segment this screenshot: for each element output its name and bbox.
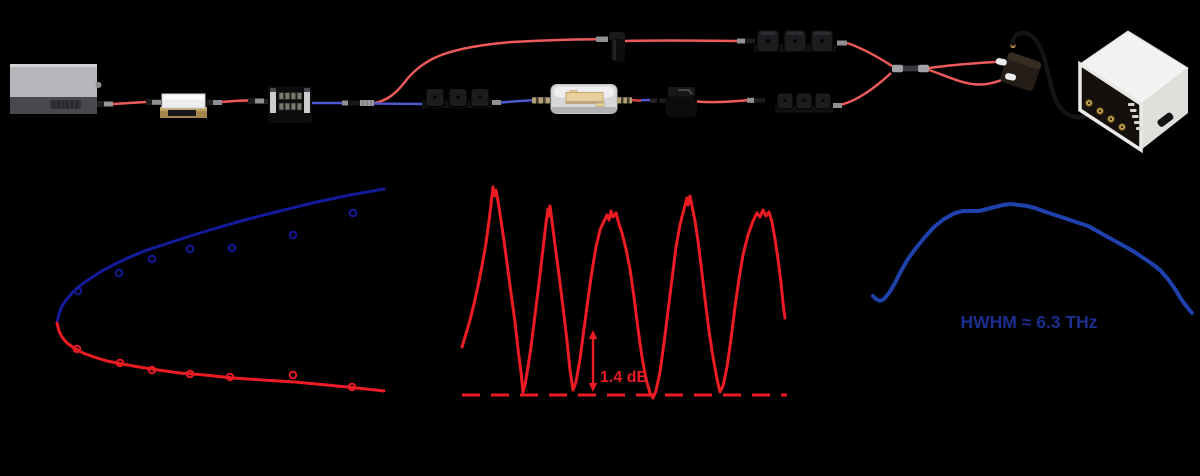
- waveguide-chip-module-icon: [550, 84, 632, 114]
- fiber-segment-icon: [696, 97, 765, 104]
- contrast-arrow-head-down: [588, 383, 598, 392]
- upper-branch-data: [73, 286, 83, 296]
- lower-branch-data: [225, 372, 235, 382]
- optical-spectrum-chart: HWHM ≈ 6.3 THz: [871, 202, 1194, 332]
- fiber-coupler-icon: [892, 64, 929, 73]
- oscillation-trace-chart: 1.4 dB: [460, 185, 787, 400]
- vent-grille-icon: [53, 101, 78, 108]
- optical-spectrum: [871, 202, 1194, 315]
- lower-branch-fit: [55, 321, 386, 393]
- intensity-trace: [460, 185, 787, 400]
- upper-branch-data: [288, 230, 298, 240]
- cell-array-icon: [278, 92, 303, 111]
- upper-branch-data: [147, 254, 157, 264]
- scope-buttons-icon: [1128, 103, 1143, 130]
- polarization-controller-lower-icon: [775, 92, 842, 113]
- fiber-segment-icon: [846, 41, 893, 68]
- upper-branch-data: [185, 244, 195, 254]
- upper-branch-fit: [55, 187, 386, 325]
- attenuator-icon: [596, 32, 625, 62]
- contrast-arrow-head-up: [588, 330, 598, 339]
- fiber-segment-icon: [841, 72, 892, 106]
- contrast-label: 1.4 dB: [600, 369, 648, 386]
- bnc-connectors-icon: [1085, 99, 1126, 131]
- oscilloscope-icon: [1078, 30, 1189, 154]
- experimental-setup-diagram: [10, 29, 1189, 154]
- balanced-photodetector-icon: [995, 42, 1042, 91]
- fiber-segment-icon: [631, 98, 667, 103]
- laser-source-icon: [10, 64, 113, 114]
- upper-branch-data: [348, 208, 358, 218]
- polarization-controller-input-icon: [422, 88, 501, 108]
- fiber-segment-icon: [112, 99, 161, 106]
- lower-branch-data: [288, 370, 298, 380]
- isolator-module-icon: [160, 93, 222, 118]
- lower-branch-data: [115, 358, 125, 368]
- upper-branch-data: [114, 268, 124, 278]
- fiber-segment-icon: [500, 97, 550, 104]
- fiber-segment-icon: [928, 60, 1008, 86]
- lower-branch-data: [185, 369, 195, 379]
- fiber-split-icon: [312, 37, 599, 106]
- fiber-segment-icon: [624, 38, 755, 44]
- lower-branch-data: [147, 365, 157, 375]
- upper-branch-data: [227, 243, 237, 253]
- fiber-clamp-icon: [666, 87, 697, 118]
- branch-curves-chart: [55, 187, 386, 393]
- polarization-controller-upper-icon: [754, 29, 847, 53]
- fiber-segment-icon: [221, 98, 269, 104]
- grating-module-icon: [268, 86, 312, 123]
- lower-branch-data: [347, 382, 357, 392]
- lower-branch-data: [72, 344, 82, 354]
- hwhm-label: HWHM ≈ 6.3 THz: [961, 312, 1098, 332]
